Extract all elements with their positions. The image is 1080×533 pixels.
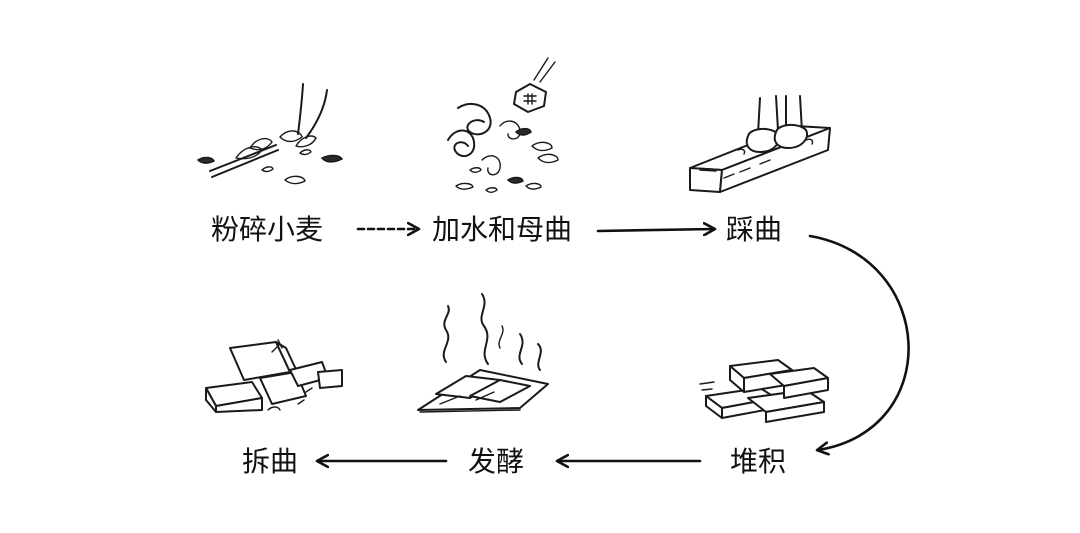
stacked-bricks-icon bbox=[699, 359, 829, 423]
crushed-wheat-icon bbox=[196, 83, 344, 185]
step-label-mix: 加水和母曲 bbox=[432, 213, 572, 246]
step-label-break: 拆曲 bbox=[242, 445, 298, 478]
arrow-mix-to-tread bbox=[596, 229, 714, 231]
flow-arrows bbox=[318, 229, 910, 461]
step-label-tread: 踩曲 bbox=[726, 213, 782, 246]
treading-feet-box-icon bbox=[689, 95, 831, 193]
step-label-crush: 粉碎小麦 bbox=[211, 213, 323, 246]
step-label-ferment: 发酵 bbox=[468, 445, 524, 478]
water-and-mother-starter-icon bbox=[447, 57, 559, 193]
broken-bricks-icon bbox=[205, 339, 343, 413]
step-label-stack: 堆积 bbox=[730, 445, 786, 478]
steaming-bricks-icon bbox=[417, 293, 549, 413]
arrow-tread-to-stack bbox=[808, 234, 910, 450]
